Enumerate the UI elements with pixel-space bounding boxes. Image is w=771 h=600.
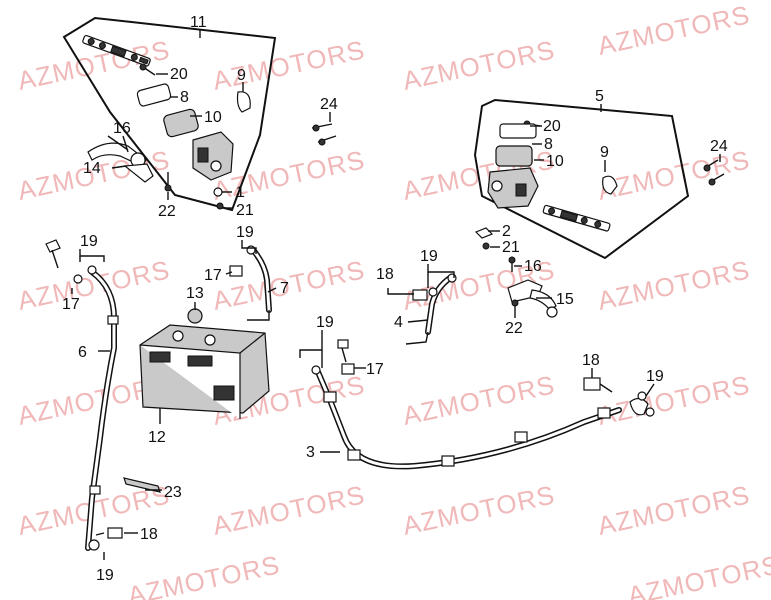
callout-9-left: 9	[237, 67, 246, 84]
right-seal-kit-strip	[542, 204, 611, 232]
callout-18-hose6: 18	[140, 526, 158, 543]
watermark-2: AZMOTORS	[210, 34, 368, 96]
callout-17-hose3: 17	[366, 361, 384, 378]
callout-11: 11	[190, 14, 207, 31]
callout-22-left: 22	[158, 203, 176, 220]
group-11-frame	[62, 16, 277, 212]
watermark-22: AZMOTORS	[625, 549, 771, 600]
callout-10-left: 10	[204, 109, 222, 126]
callout-21-right: 21	[502, 239, 520, 256]
callout-19-hose6-bottom: 19	[96, 567, 114, 584]
left-washer-21	[216, 202, 224, 210]
hose4-bolt-18	[412, 289, 428, 301]
hose7-bolt-17	[229, 265, 243, 277]
right-washer-21	[482, 242, 490, 250]
callout-1: 1	[236, 184, 245, 201]
watermark-4: AZMOTORS	[595, 0, 753, 61]
callout-15: 15	[556, 291, 574, 308]
callout-19-hose7: 19	[236, 224, 254, 241]
brake-hose-4	[405, 273, 457, 345]
right-fitting-2	[474, 227, 494, 239]
watermark-19: AZMOTORS	[400, 479, 558, 541]
abs-unit-12	[139, 324, 270, 419]
callout-23: 23	[164, 484, 182, 501]
right-lever-15	[507, 279, 558, 318]
watermark-8: AZMOTORS	[595, 144, 753, 206]
callout-17-hose6: 17	[62, 296, 80, 313]
left-master-cylinder-body	[192, 131, 234, 181]
brake-hose-6	[85, 269, 119, 551]
hose6-bolt-18-bottom	[95, 527, 123, 539]
left-cap-10	[163, 108, 199, 138]
watermark-9: AZMOTORS	[15, 254, 173, 316]
callout-12: 12	[148, 429, 166, 446]
callout-19-hose3-right: 19	[646, 368, 664, 385]
right-bolts-24	[703, 159, 725, 186]
callout-19-hose3-left: 19	[316, 314, 334, 331]
callout-10-right: 10	[546, 153, 564, 170]
hose3-washer-19b	[645, 407, 655, 417]
callout-13: 13	[186, 285, 204, 302]
watermark-21: AZMOTORS	[125, 549, 283, 600]
callout-16-left: 16	[113, 120, 131, 137]
brake-hose-3	[311, 365, 649, 470]
callout-labels: 11 20 9 8 10 16 14 22 1 21 24 5 20 8 10 …	[62, 14, 728, 584]
callout-24-right: 24	[710, 138, 728, 155]
callout-18-hose3: 18	[582, 352, 600, 369]
hose3-washer-19a	[637, 391, 647, 401]
right-diaphragm-8	[499, 123, 537, 139]
left-diaphragm-8	[136, 83, 172, 107]
callout-19-hose6-top: 19	[80, 233, 98, 250]
watermark-16: AZMOTORS	[595, 369, 753, 431]
callout-14: 14	[83, 160, 101, 177]
leader-lines	[71, 30, 721, 560]
hose6-washer-top	[87, 265, 97, 275]
watermark-18: AZMOTORS	[210, 479, 368, 541]
callout-20-left: 20	[170, 66, 188, 83]
watermark-layer: AZMOTORS AZMOTORS AZMOTORS AZMOTORS AZMO…	[15, 0, 771, 600]
callout-8-left: 8	[180, 89, 189, 106]
right-cap-10	[495, 145, 533, 167]
hose3-bolt-18	[583, 377, 613, 393]
callout-21-left: 21	[236, 202, 254, 219]
callout-3: 3	[306, 444, 315, 461]
right-screw-22	[511, 299, 519, 307]
callout-20-right: 20	[543, 118, 561, 135]
hose6-bolt-17-top	[45, 239, 83, 284]
callout-18-hose4: 18	[376, 266, 394, 283]
callout-9-right: 9	[600, 144, 609, 161]
hose3-bolt-17	[337, 339, 355, 375]
watermark-20: AZMOTORS	[595, 479, 753, 541]
callout-5: 5	[595, 88, 604, 105]
left-lever-14	[87, 135, 154, 183]
callout-2: 2	[502, 223, 511, 240]
callout-19-hose4: 19	[420, 248, 438, 265]
right-master-cylinder-body	[487, 167, 539, 209]
callout-17-hose7: 17	[204, 267, 222, 284]
callout-7: 7	[280, 280, 289, 297]
right-clamp-9	[602, 175, 618, 195]
group-5-frame	[473, 98, 690, 260]
grommet-13	[187, 308, 203, 324]
callout-24-left: 24	[320, 96, 338, 113]
callout-6: 6	[78, 344, 87, 361]
right-master-cylinder-group	[473, 98, 690, 260]
callout-8-right: 8	[544, 136, 553, 153]
callout-4: 4	[394, 314, 403, 331]
callout-22-right: 22	[505, 320, 523, 337]
left-seal-kit-strip	[82, 34, 151, 67]
watermark-15: AZMOTORS	[400, 369, 558, 431]
watermark-3: AZMOTORS	[400, 34, 558, 96]
left-screw-20	[139, 63, 156, 76]
left-bolts-24	[311, 123, 337, 146]
watermark-6: AZMOTORS	[210, 144, 368, 206]
left-clamp-9	[236, 91, 251, 113]
left-fitting-1	[213, 187, 223, 197]
callout-16-right: 16	[524, 258, 542, 275]
left-master-cylinder-group	[62, 16, 277, 212]
watermark-12: AZMOTORS	[595, 254, 753, 316]
bracket-23	[123, 477, 161, 493]
